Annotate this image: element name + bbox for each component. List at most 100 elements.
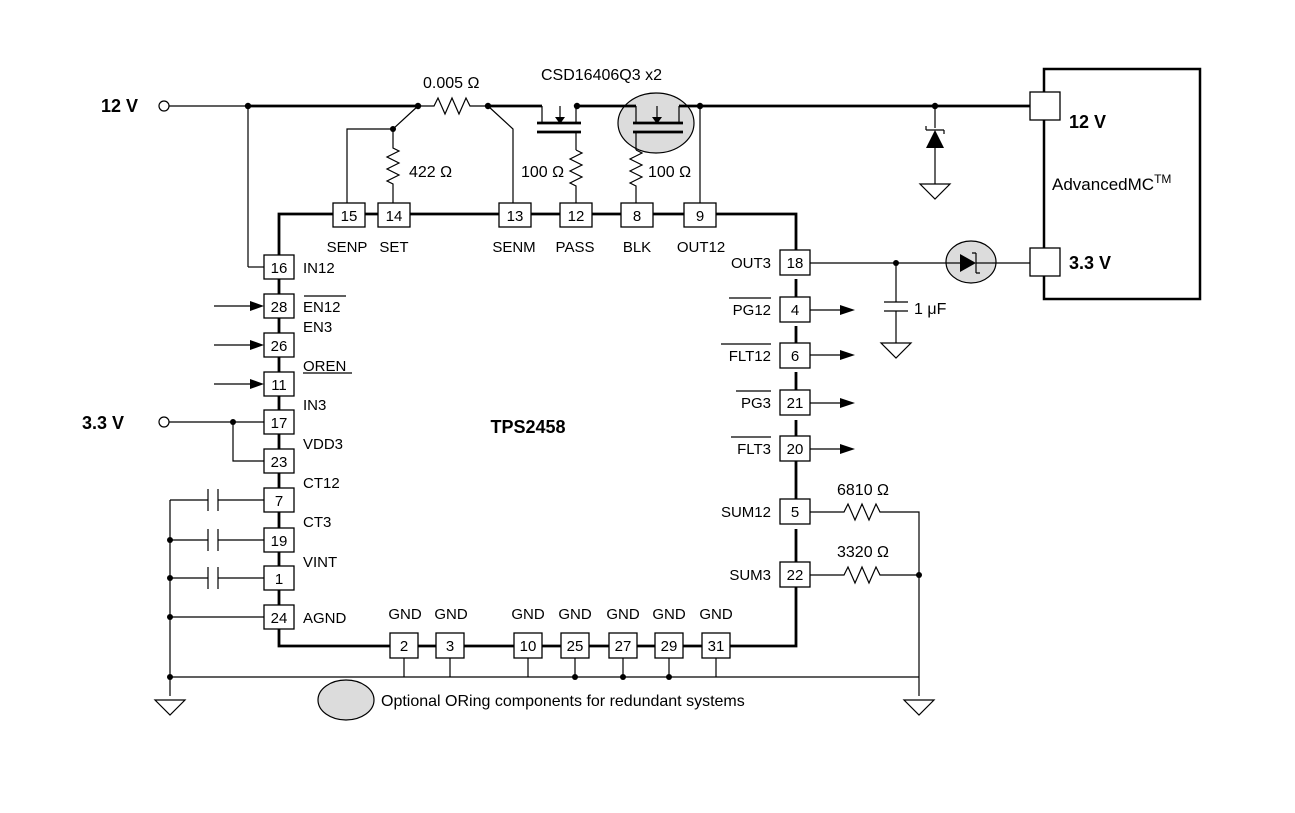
svg-text:IN3: IN3 <box>303 397 326 414</box>
sum3-resistor-value: 3320 Ω <box>837 544 889 561</box>
left-pin-23: 23 VDD3 <box>263 436 343 474</box>
bottom-pin-10: 10 GND <box>511 606 545 659</box>
svg-text:28: 28 <box>271 299 288 316</box>
svg-text:1: 1 <box>275 571 283 588</box>
label-12v-input: 12 V <box>101 96 138 116</box>
input-terminal-33v[interactable] <box>158 416 170 428</box>
ground-icon <box>153 699 187 716</box>
svg-text:PG12: PG12 <box>733 302 771 319</box>
ground-icon <box>902 699 936 716</box>
sense-resistor-value: 0.005 Ω <box>423 75 479 92</box>
module-label-33v: 3.3 V <box>1069 253 1111 273</box>
right-pin-4: 4 PG12 <box>729 296 855 323</box>
set-resistor <box>385 142 401 206</box>
svg-text:9: 9 <box>696 208 704 225</box>
svg-text:GND: GND <box>699 606 733 623</box>
tvs-diode <box>918 106 952 200</box>
svg-text:GND: GND <box>511 606 545 623</box>
blk-gate-resistor <box>628 149 644 206</box>
svg-text:17: 17 <box>271 415 288 432</box>
chip-outline <box>277 212 798 648</box>
left-pin-7: 7 CT12 <box>263 475 340 513</box>
left-pin-11: 11 OREN <box>263 358 352 397</box>
svg-text:EN12: EN12 <box>303 299 341 316</box>
ground-icon <box>879 342 913 359</box>
left-pin-16: 16 IN12 <box>263 254 335 280</box>
svg-text:PASS: PASS <box>556 239 595 256</box>
advancedmc-module <box>1042 67 1202 301</box>
svg-text:18: 18 <box>787 255 804 272</box>
oring-diode-33v <box>950 252 992 274</box>
svg-text:14: 14 <box>386 208 403 225</box>
svg-text:2: 2 <box>400 638 408 655</box>
svg-text:BLK: BLK <box>623 239 651 256</box>
svg-text:SET: SET <box>379 239 408 256</box>
pass-gate-resistor-value: 100 Ω <box>521 164 564 181</box>
mosfet-blocking <box>633 106 683 150</box>
top-pin-8: 8 BLK <box>620 202 654 256</box>
svg-text:VINT: VINT <box>303 554 337 571</box>
svg-text:19: 19 <box>271 533 288 550</box>
rail-12v <box>158 100 1030 112</box>
svg-text:AGND: AGND <box>303 610 347 627</box>
right-pin-6: 6 FLT12 <box>721 342 855 369</box>
svg-text:GND: GND <box>388 606 422 623</box>
svg-text:27: 27 <box>615 638 632 655</box>
svg-text:13: 13 <box>507 208 524 225</box>
right-pin-21: 21 PG3 <box>736 389 855 416</box>
svg-text:CT3: CT3 <box>303 514 331 531</box>
svg-text:15: 15 <box>341 208 358 225</box>
svg-text:PG3: PG3 <box>741 395 771 412</box>
left-pin-1: 1 VINT <box>263 554 337 591</box>
svg-text:11: 11 <box>271 377 287 394</box>
capacitor-ct3 <box>170 529 264 551</box>
right-pin-20: 20 FLT3 <box>731 435 855 462</box>
svg-text:8: 8 <box>633 208 641 225</box>
svg-text:5: 5 <box>791 504 799 521</box>
sum3-resistor <box>810 565 919 585</box>
left-pin-24: 24 AGND <box>263 604 347 630</box>
svg-text:SUM3: SUM3 <box>729 567 771 584</box>
bottom-pin-3: 3 GND <box>434 606 468 659</box>
output-capacitor-value: 1 μF <box>914 301 947 318</box>
module-connector-33v <box>1029 247 1061 277</box>
svg-text:12: 12 <box>568 208 585 225</box>
left-pin-26: 26 EN3 <box>263 319 332 358</box>
bottom-pin-2: 2 GND <box>388 606 422 659</box>
left-pin-28: 28 EN12 <box>263 293 346 319</box>
svg-text:7: 7 <box>275 493 283 510</box>
svg-text:4: 4 <box>791 302 799 319</box>
svg-text:23: 23 <box>271 454 288 471</box>
legend-text: Optional ORing components for redundant … <box>381 693 745 710</box>
svg-text:26: 26 <box>271 338 288 355</box>
svg-text:25: 25 <box>567 638 584 655</box>
mosfet-pass <box>537 106 581 150</box>
top-pin-14: 14 SET <box>377 202 411 256</box>
svg-text:31: 31 <box>708 638 725 655</box>
bottom-pin-27: 27 GND <box>606 606 640 659</box>
svg-text:FLT3: FLT3 <box>737 441 771 458</box>
svg-text:24: 24 <box>271 610 288 627</box>
mosfet-part-number: CSD16406Q3 x2 <box>541 67 662 84</box>
svg-text:OUT12: OUT12 <box>677 239 725 256</box>
top-pin-15: 15 SENP <box>327 202 367 256</box>
left-pin-19: 19 CT3 <box>263 514 331 553</box>
input-terminal-12v[interactable] <box>158 100 170 112</box>
sum12-resistor <box>810 502 920 696</box>
capacitor-vint <box>170 567 264 589</box>
sense-resistor <box>418 96 488 116</box>
top-pin-9: 9 OUT12 <box>677 202 725 256</box>
svg-text:VDD3: VDD3 <box>303 436 343 453</box>
right-pin-22: 22 SUM3 <box>729 561 811 588</box>
svg-text:OREN: OREN <box>303 358 346 375</box>
set-resistor-value: 422 Ω <box>409 164 452 181</box>
svg-text:SUM12: SUM12 <box>721 504 771 521</box>
svg-text:GND: GND <box>652 606 686 623</box>
svg-text:GND: GND <box>558 606 592 623</box>
module-name: AdvancedMCTM <box>1052 172 1171 194</box>
svg-text:EN3: EN3 <box>303 319 332 336</box>
bottom-pin-29: 29 GND <box>652 606 686 659</box>
svg-text:10: 10 <box>520 638 537 655</box>
svg-text:OUT3: OUT3 <box>731 255 771 272</box>
